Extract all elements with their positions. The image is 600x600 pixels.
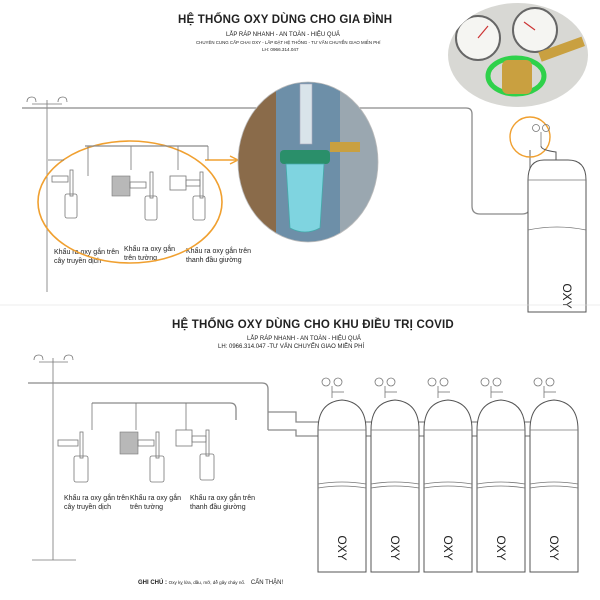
top-caption-bedhead: Khẩu ra oxy gắn trên thanh đầu giường [186, 248, 251, 264]
gauge-icon [492, 377, 502, 387]
bottom-outlet-bedhead [175, 403, 215, 481]
bottom-subtitle: LẮP RÁP NHANH - AN TOÀN - HIỆU QUẢ [247, 336, 361, 342]
top-outlet-bedhead [169, 146, 206, 221]
top-regulator-highlight [509, 116, 551, 158]
bottom-branch-pipe [92, 402, 237, 420]
note-label: GHI CHÚ : [138, 580, 167, 586]
gauge-icon [374, 377, 384, 387]
top-caption-wall: Khẩu ra oxy gắn trên tường [124, 246, 175, 262]
bottom-cylinder-label: OXY [547, 535, 561, 560]
bottom-cylinder-label: OXY [441, 535, 455, 560]
top-tagline: CHUYÊN CUNG CẤP CHAI OXY - LẮP ĐẶT HỆ TH… [196, 40, 381, 45]
top-outlet-wall [111, 146, 158, 221]
bottom-supply-pipe [28, 382, 269, 430]
bottom-oxygen-cylinder: OXY [423, 377, 473, 573]
bottom-oxygen-cylinder: OXY [529, 377, 579, 573]
bottom-oxygen-cylinder: OXY [370, 377, 420, 573]
note-warning: CẨN THẬN! [250, 580, 284, 586]
bottom-title: HỆ THỐNG OXY DÙNG CHO KHU ĐIỀU TRỊ COVID [172, 319, 454, 331]
note-text: Oxy kỵ lửa, dầu, mỡ, dễ gây cháy nổ. [168, 580, 246, 585]
top-iv-pole [26, 96, 68, 292]
gauge-icon [427, 377, 437, 387]
bottom-cylinder-label: OXY [335, 535, 349, 560]
bottom-outlet-iv [57, 403, 93, 483]
top-title: HỆ THỐNG OXY DÙNG CHO GIA ĐÌNH [178, 14, 393, 26]
bottom-outlet-wall [119, 403, 165, 483]
gauge-icon [321, 377, 331, 387]
top-regulator-photo [448, 3, 588, 107]
bottom-cylinder-label: OXY [494, 535, 508, 560]
top-cylinder-label: OXY [560, 283, 574, 308]
bottom-caption-bedhead: Khẩu ra oxy gắn trên thanh đầu giường [190, 495, 255, 511]
safety-note: GHI CHÚ : Oxy kỵ lửa, dầu, mỡ, dễ gây ch… [138, 580, 283, 586]
top-caption-iv-pole: Khẩu ra oxy gắn trên cây truyền dịch [54, 249, 119, 265]
gauge-icon [545, 377, 555, 387]
bottom-oxygen-cylinder: OXY [476, 377, 526, 573]
bottom-caption-wall: Khẩu ra oxy gắn trên tường [130, 495, 181, 511]
gauge-icon [533, 377, 543, 387]
gauge-icon [386, 377, 396, 387]
top-outlet-highlight [37, 140, 223, 264]
top-subtitle: LẮP RÁP NHANH - AN TOÀN - HIỆU QUẢ [226, 32, 340, 38]
top-humidifier-photo [238, 82, 378, 242]
bottom-cylinder-label: OXY [388, 535, 402, 560]
bottom-iv-pole [32, 354, 76, 561]
bottom-cylinder-bank: OXY OXY OXY OXY OXY [317, 377, 579, 573]
top-oxygen-cylinder: OXY [509, 116, 587, 313]
gauge-icon [480, 377, 490, 387]
bottom-oxygen-cylinder: OXY [317, 377, 367, 573]
gauge-icon [439, 377, 449, 387]
top-outlet-iv [48, 146, 89, 219]
bottom-caption-iv-pole: Khẩu ra oxy gắn trên cây truyền dịch [64, 495, 129, 511]
top-phone: LH: 0966.314.047 [262, 47, 299, 52]
gauge-icon [333, 377, 343, 387]
bottom-phone: LH: 0966.314.047 -TƯ VẤN CHUYỂN GIAO MIỄ… [218, 344, 365, 350]
